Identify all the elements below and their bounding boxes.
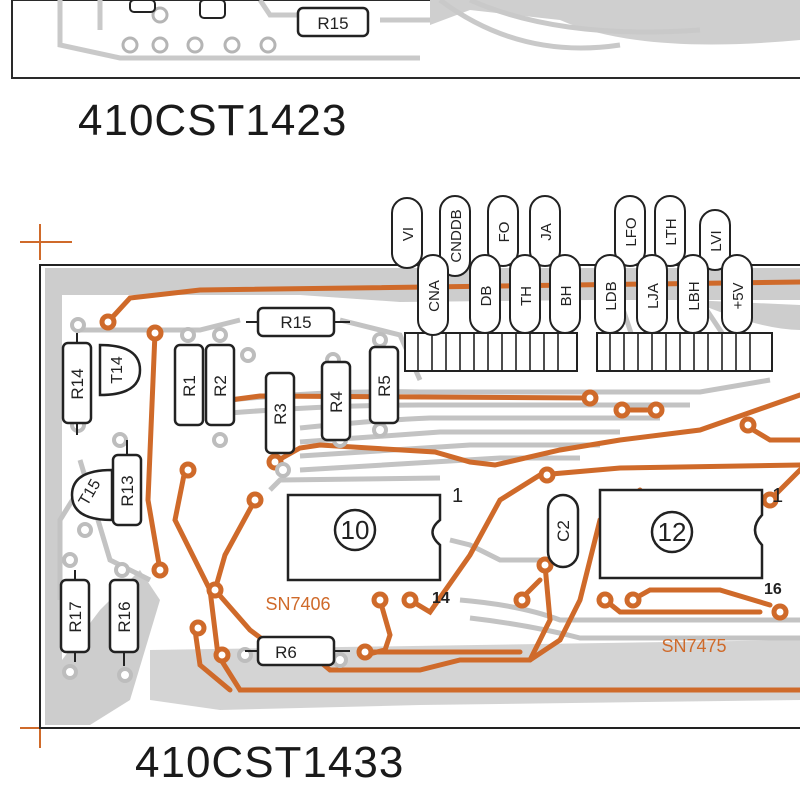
capacitor-c2-label: C2: [554, 520, 573, 542]
pin-label-lfo: LFO: [623, 217, 640, 246]
resistor-r5-label: R5: [375, 375, 394, 397]
resistor-r13-label: R13: [118, 475, 137, 506]
ic-10-number: 10: [341, 515, 370, 545]
pin-label-db: DB: [478, 286, 495, 307]
pin-label-ja: JA: [538, 223, 555, 241]
pin-label-cnddb: CNDDB: [448, 209, 465, 262]
resistor-r17-label: R17: [66, 601, 85, 632]
bottom-board-code: 410CST1433: [135, 738, 405, 787]
ic-10-part: SN7406: [265, 594, 330, 614]
connector-left: [404, 332, 578, 372]
pin-label-vi: VI: [400, 227, 417, 241]
pin-label-fo: FO: [496, 222, 513, 243]
ic-12-number: 12: [658, 517, 687, 547]
resistor-r15-top: R15: [296, 6, 370, 38]
top-board: R15: [11, 0, 800, 79]
pin-label-cna: CNA: [426, 280, 443, 312]
transistor-t14: T14: [98, 343, 142, 397]
ic-12-part: SN7475: [661, 636, 726, 656]
resistor-r4-label: R4: [327, 391, 346, 413]
orange-pads: [99, 313, 789, 664]
transistor-t15: T15: [70, 468, 114, 522]
bottom-board: VI CNDDB FO JA CNA DB TH BH LFO LTH LVI …: [20, 195, 800, 748]
pin-label-bh: BH: [558, 286, 575, 307]
pin-label-plus5v: +5V: [730, 282, 747, 309]
resistor-r6-label: R6: [275, 643, 297, 662]
ic-12-pin-1: 1: [772, 485, 783, 507]
pin-label-ldb: LDB: [603, 281, 620, 310]
pin-label-lja: LJA: [645, 283, 662, 309]
resistor-r15-label: R15: [280, 313, 311, 332]
connector-pill-shapes: [391, 195, 753, 336]
resistor-r14-label: R14: [68, 368, 87, 399]
resistor-r1-label: R1: [180, 375, 199, 397]
ic-12-pin-16: 16: [764, 581, 782, 598]
pin-label-lth: LTH: [663, 218, 680, 245]
resistor-bodies: [59, 306, 400, 667]
ic-10-pin-14: 14: [432, 590, 450, 607]
pin-label-lvi: LVI: [708, 230, 725, 251]
pin-label-lbh: LBH: [686, 281, 703, 310]
resistor-r16-label: R16: [115, 601, 134, 632]
pin-label-th: TH: [518, 286, 535, 306]
ic-10-pin-1: 1: [452, 485, 463, 507]
transistor-t14-label: T14: [109, 356, 126, 384]
capacitor-c2: C2: [546, 493, 580, 569]
resistor-r3-label: R3: [271, 403, 290, 425]
ic-12: 12 SN7475 1 16: [598, 485, 783, 656]
ic-10: 10 SN7406 1 14: [265, 485, 463, 614]
connector-right: [596, 332, 773, 372]
resistor-r2-label: R2: [211, 375, 230, 397]
resistor-r15-top-label: R15: [317, 14, 348, 33]
top-board-code: 410CST1423: [78, 96, 348, 145]
